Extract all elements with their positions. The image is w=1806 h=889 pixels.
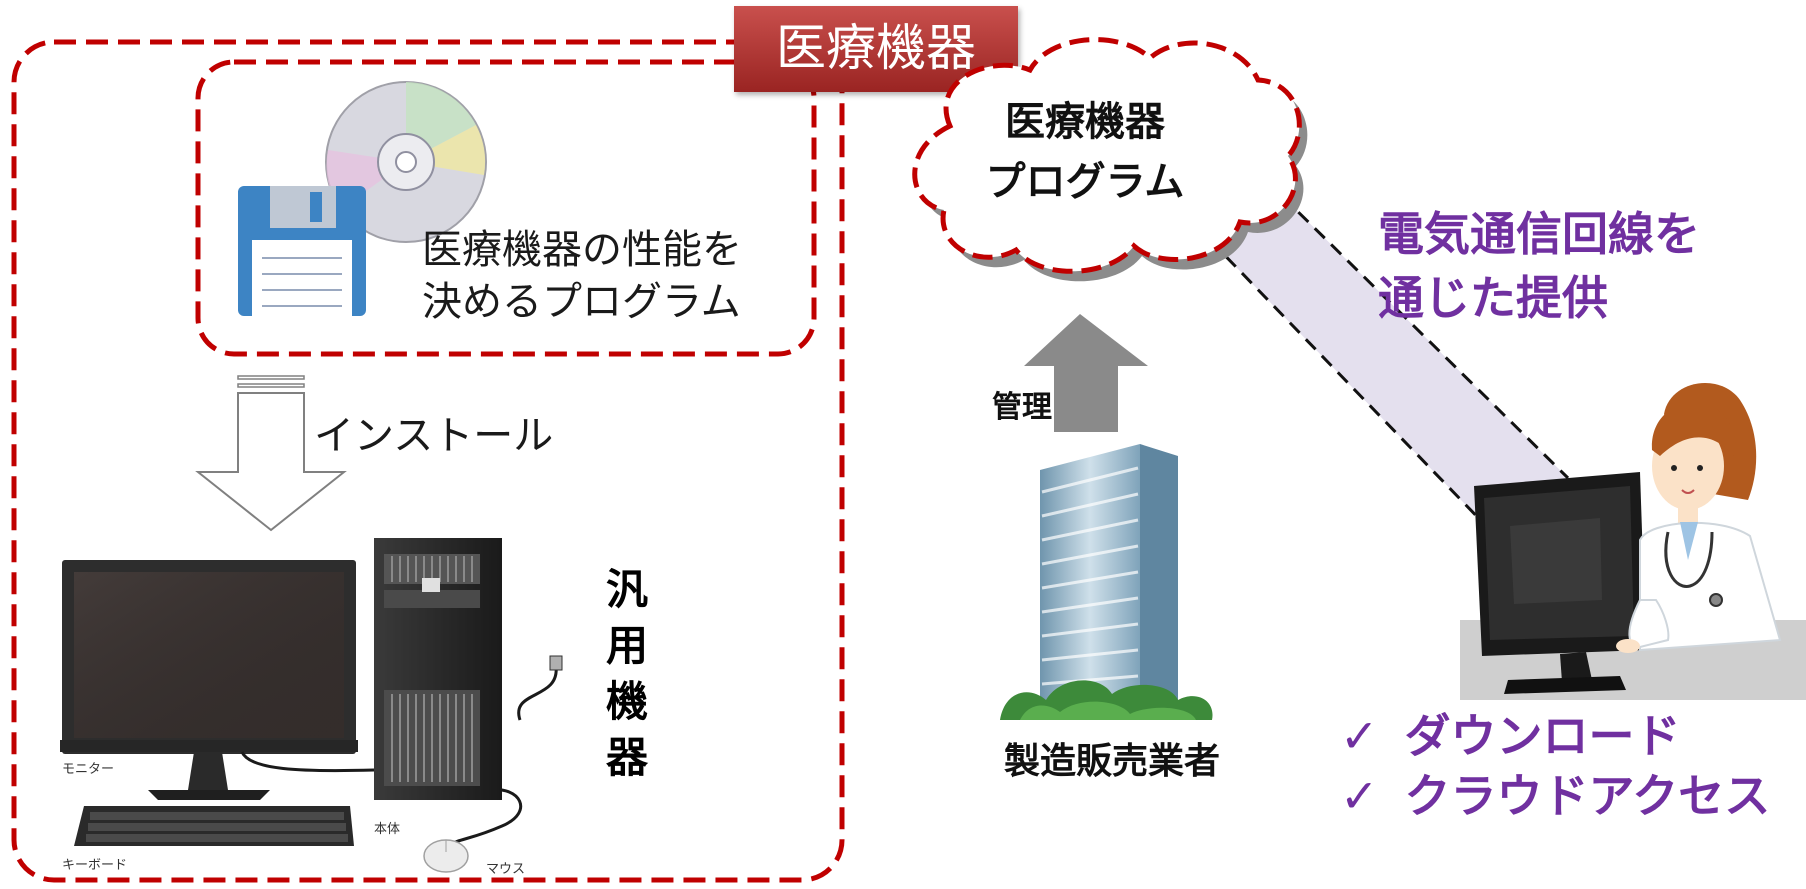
install-label: インストール (314, 413, 554, 459)
mouse-icon (423, 839, 469, 873)
keyboard-icon (74, 806, 354, 846)
monitor-caption: モニター (62, 762, 115, 777)
doctor-monitor-icon (1474, 472, 1646, 694)
usb-cable (517, 665, 558, 721)
telecom-text-line2: 通じた提供 (1378, 271, 1608, 325)
building-icon (1000, 444, 1213, 720)
medical-device-boundary (11, 39, 845, 883)
medical-device-badge-label: 医療機器 (776, 19, 976, 77)
manufacturer-label: 製造販売業者 (1004, 741, 1221, 782)
method-cloud-access: ✓ クラウドアクセス (1340, 768, 1770, 824)
method-download: ✓ ダウンロード (1340, 708, 1681, 764)
general-device-char-4: 器 (606, 733, 649, 782)
monitor-cable (240, 751, 375, 773)
floppy-disk-icon (238, 186, 366, 316)
manage-label: 管理 (992, 390, 1052, 425)
method-cloud-access-label: クラウドアクセス (1404, 769, 1771, 823)
beam-edge-bottom (1208, 238, 1492, 532)
general-device-char-1: 汎 (606, 565, 649, 614)
beam-edge-top (1280, 194, 1570, 480)
check-icon: ✓ (1340, 769, 1379, 823)
program-description-line1: 医療機器の性能を (422, 227, 742, 273)
method-download-label: ダウンロード (1404, 709, 1681, 763)
body-caption: 本体 (374, 822, 401, 837)
keyboard-caption: キーボード (62, 858, 128, 873)
cloud-shape (912, 37, 1302, 274)
general-device-char-3: 機 (606, 677, 649, 726)
manage-arrow-icon (1024, 314, 1148, 432)
monitor-icon (60, 560, 358, 800)
program-boundary (195, 59, 817, 357)
pc-tower-icon (374, 538, 502, 800)
telecom-beam (1210, 196, 1568, 530)
cloud-text-line2: プログラム (985, 159, 1185, 205)
mouse-caption: マウス (486, 862, 526, 877)
general-device-char-2: 用 (606, 621, 649, 670)
telecom-text-line1: 電気通信回線を (1378, 207, 1700, 261)
program-description-line2: 決めるプログラム (422, 279, 741, 325)
mouse-cable (447, 788, 523, 848)
check-icon: ✓ (1340, 709, 1379, 763)
install-arrow-icon (195, 375, 347, 532)
cloud-text-line1: 医療機器 (1005, 99, 1165, 145)
doctor-icon (1616, 383, 1782, 653)
